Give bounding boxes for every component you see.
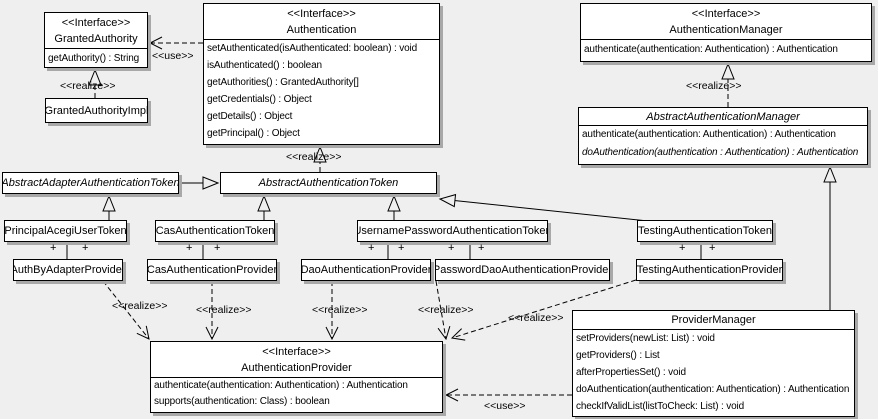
multiplicity-label: +: [214, 242, 221, 254]
class-box-authentication-manager[interactable]: <<Interface>> AuthenticationManager auth…: [580, 3, 872, 62]
method-label: doAuthentication(authentication: Authent…: [576, 384, 850, 395]
class-name: AbstractAdapterAuthenticationToken: [2, 177, 179, 189]
class-name: AuthenticationManager: [669, 24, 783, 36]
class-box-testing-authentication-provider[interactable]: TestingAuthenticationProvider: [636, 259, 783, 281]
method-label: getAuthorities() : GrantedAuthority[]: [207, 77, 359, 88]
generalization-edge-testing-token[interactable]: [438, 193, 649, 222]
class-box-granted-authority-impl[interactable]: GrantedAuthorityImpl: [45, 98, 148, 123]
multiplicity-label: +: [709, 242, 716, 254]
class-name: GrantedAuthority: [54, 33, 138, 45]
stereotype-label: <<Interface>>: [262, 346, 331, 358]
class-box-password-dao-authentication-provider[interactable]: PasswordDaoAuthenticationProvider: [435, 259, 610, 281]
class-name: TestingAuthenticationToken: [638, 225, 772, 237]
multiplicity-label: +: [478, 242, 485, 254]
method-label: isAuthenticated() : boolean: [207, 60, 322, 71]
class-name: AbstractAuthenticationToken: [258, 177, 399, 189]
class-box-username-password-authentication-token[interactable]: UsernamePasswordAuthenticationToken: [357, 220, 548, 242]
class-box-testing-authentication-token[interactable]: TestingAuthenticationToken: [637, 220, 773, 242]
class-box-abstract-adapter-authentication-token[interactable]: AbstractAdapterAuthenticationToken: [2, 172, 179, 194]
multiplicity-label: +: [679, 242, 686, 254]
class-name: CasAuthenticationProvider: [147, 264, 277, 276]
method-label: doAuthentication(authentication : Authen…: [582, 147, 859, 158]
class-name: PrincipalAcegiUserToken: [4, 225, 127, 237]
class-box-cas-authentication-token[interactable]: CasAuthenticationToken: [155, 220, 275, 242]
use-label: <<use>>: [152, 50, 194, 62]
class-box-dao-authentication-provider[interactable]: DaoAuthenticationProvider: [301, 259, 431, 281]
realize-edge-authbyadapterprovider[interactable]: [102, 280, 149, 339]
class-name: AbstractAuthenticationManager: [646, 111, 800, 123]
method-label: getAuthority() : String: [48, 53, 140, 64]
realize-label: <<realize>>: [312, 304, 368, 316]
realize-label: <<realize>>: [112, 300, 168, 312]
method-label: getCredentials() : Object: [207, 94, 312, 105]
method-label: afterPropertiesSet() : void: [576, 367, 686, 378]
multiplicity-label: +: [50, 242, 57, 254]
stereotype-label: <<Interface>>: [287, 8, 356, 20]
stereotype-label: <<Interface>>: [691, 8, 761, 20]
realize-label: <<realize>>: [196, 304, 252, 316]
method-label: authenticate(authentication: Authenticat…: [584, 44, 838, 55]
class-name: AuthenticationProvider: [241, 362, 352, 374]
method-label: setAuthenticated(isAuthenticated: boolea…: [207, 43, 418, 54]
class-name: CasAuthenticationToken: [155, 225, 275, 237]
multiplicity-label: +: [368, 242, 375, 254]
class-box-authentication[interactable]: <<Interface>> Authentication setAuthenti…: [203, 3, 440, 145]
realize-edge-passworddaoauthenticationprovider[interactable]: [435, 280, 446, 339]
class-box-authentication-provider[interactable]: <<Interface>> AuthenticationProvider aut…: [150, 341, 443, 413]
method-label: supports(authentication: Class) : boolea…: [154, 396, 330, 407]
realize-label: <<realize>>: [508, 312, 564, 324]
realize-label: <<realize>>: [286, 151, 342, 163]
method-label: authenticate(authentication: Authenticat…: [582, 129, 836, 140]
class-box-granted-authority[interactable]: <<Interface>> GrantedAuthority getAuthor…: [44, 12, 148, 68]
class-box-auth-by-adapter-provider[interactable]: AuthByAdapterProvider: [13, 259, 123, 281]
multiplicity-label: +: [448, 242, 455, 254]
multiplicity-label: +: [186, 242, 193, 254]
multiplicity-label: +: [82, 242, 89, 254]
realize-label: <<realize>>: [60, 80, 116, 92]
class-name: ProviderManager: [671, 314, 756, 326]
class-box-abstract-authentication-manager[interactable]: AbstractAuthenticationManager authentica…: [578, 107, 868, 165]
class-box-cas-authentication-provider[interactable]: CasAuthenticationProvider: [147, 259, 277, 281]
method-label: getPrincipal() : Object: [207, 128, 300, 139]
realize-edge-testingauthenticationprovider[interactable]: [452, 279, 637, 338]
class-box-abstract-authentication-token[interactable]: AbstractAuthenticationToken: [220, 172, 437, 194]
class-name: AuthByAdapterProvider: [13, 264, 123, 276]
method-label: setProviders(newList: List) : void: [576, 333, 715, 344]
class-box-principal-acegi-user-token[interactable]: PrincipalAcegiUserToken: [4, 220, 127, 242]
method-label: getProviders() : List: [576, 350, 660, 361]
use-label: <<use>>: [484, 400, 526, 412]
class-name: GrantedAuthorityImpl: [45, 104, 148, 117]
class-name: UsernamePasswordAuthenticationToken: [357, 225, 548, 237]
class-name: Authentication: [286, 24, 357, 36]
class-box-provider-manager[interactable]: ProviderManager setProviders(newList: Li…: [572, 310, 855, 417]
class-name: DaoAuthenticationProvider: [301, 264, 431, 276]
realize-label: <<realize>>: [418, 304, 474, 316]
realize-label: <<realize>>: [686, 80, 742, 92]
method-label: authenticate(authentication: Authenticat…: [154, 380, 408, 391]
class-name: PasswordDaoAuthenticationProvider: [435, 264, 610, 276]
stereotype-label: <<Interface>>: [61, 17, 131, 29]
method-label: checkIfValidList(listToCheck: List) : vo…: [576, 401, 745, 412]
method-label: getDetails() : Object: [207, 111, 293, 122]
multiplicity-label: +: [398, 242, 405, 254]
class-name: TestingAuthenticationProvider: [636, 264, 783, 276]
